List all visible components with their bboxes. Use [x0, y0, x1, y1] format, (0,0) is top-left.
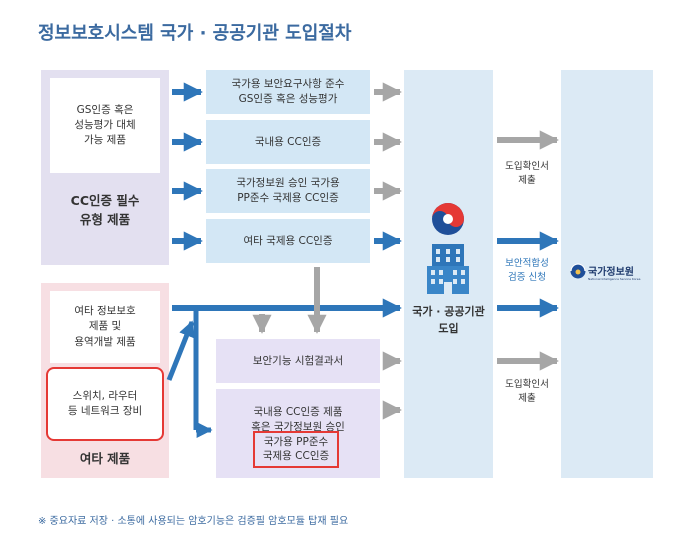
submit-confirmation-bottom: 도입확인서 제출: [496, 378, 558, 407]
other-international-cc-box: 여타 국제용 CC인증: [206, 219, 370, 263]
cc-required-panel: GS인증 혹은 성능평가 대체 가능 제품 CC인증 필수 유형 제품: [41, 70, 169, 265]
cc-label-line-2: 유형 제품: [79, 211, 131, 227]
institution-line-1: 국가 · 공공기관: [412, 305, 485, 318]
institution-line-2: 도입: [438, 321, 459, 335]
other-security-products-box: 여타 정보보호 제품 및 용역개발 제품: [50, 291, 160, 363]
diagonal-arrow: [166, 320, 195, 381]
gs-certification-box: GS인증 혹은 성능평가 대체 가능 제품: [50, 78, 160, 173]
network-line-1: 스위치, 라우터: [72, 389, 138, 402]
national-pp-highlight: 국가용 PP준수 국제용 CC인증: [253, 431, 339, 468]
cc-required-label: CC인증 필수 유형 제품: [41, 192, 169, 230]
gs-line-2: 성능평가 대체: [74, 118, 136, 131]
submit-top-line-1: 도입확인서: [505, 161, 549, 172]
nis-approved-line-2: PP준수 국제용 CC인증: [237, 192, 339, 204]
other-products-panel: 여타 정보보호 제품 및 용역개발 제품 스위치, 라우터 등 네트워크 장비 …: [41, 283, 169, 478]
gs-line-3: 가능 제품: [84, 134, 126, 147]
nis-approved-line-1: 국가정보원 승인 국가용: [236, 177, 340, 190]
network-line-2: 등 네트워크 장비: [67, 405, 143, 417]
submit-bottom-line-1: 도입확인서: [505, 379, 549, 390]
other-products-label: 여타 제품: [79, 451, 131, 466]
highlight-line-1: 국가용 PP준수: [263, 436, 329, 448]
other-security-line-3: 용역개발 제품: [74, 335, 136, 348]
domestic-or-nis-line-2: 혹은 국가정보원 승인: [251, 420, 345, 433]
cc-label-line-1: CC인증 필수: [70, 193, 140, 208]
network-equipment-box: 스위치, 라우터 등 네트워크 장비: [46, 367, 164, 441]
verify-line-1: 보안적합성: [505, 258, 549, 269]
nis-logo-text: 국가정보원: [588, 267, 634, 278]
institution-label: 국가 · 공공기관 도입: [404, 304, 493, 337]
footnote: ※ 중요자료 저장 · 소통에 사용되는 암호기능은 검증필 암호모듈 탑재 필…: [38, 516, 349, 527]
other-security-line-1: 여타 정보보호: [74, 305, 136, 318]
building-icon: [427, 244, 469, 294]
security-verification-label: 보안적합성 검증 신청: [496, 257, 558, 286]
submit-top-line-2: 제출: [518, 175, 536, 187]
submit-bottom-line-2: 제출: [518, 393, 536, 405]
domestic-or-nis-line-1: 국내용 CC인증 제품: [253, 406, 343, 418]
gs-line-1: GS인증 혹은: [76, 103, 134, 116]
national-req-line-1: 국가용 보안요구사항 준수: [231, 78, 345, 91]
national-security-req-box: 국가용 보안요구사항 준수 GS인증 혹은 성능평가: [206, 70, 370, 114]
verify-line-2: 검증 신청: [508, 272, 546, 284]
domestic-cc-box: 국내용 CC인증: [206, 120, 370, 164]
national-req-line-2: GS인증 혹은 성능평가: [238, 93, 338, 105]
security-test-result-box: 보안기능 시험결과서: [216, 339, 380, 383]
submit-confirmation-top: 도입확인서 제출: [496, 160, 558, 189]
nis-logo-subtext: National Intelligence Service Korea: [588, 277, 641, 281]
other-security-line-2: 제품 및: [88, 320, 122, 333]
nis-emblem-icon: [570, 263, 586, 279]
page-title: 정보보호시스템 국가 · 공공기관 도입절차: [38, 23, 352, 44]
nis-approved-cc-box: 국가정보원 승인 국가용 PP준수 국제용 CC인증: [206, 169, 370, 213]
korea-emblem-icon: [432, 203, 464, 235]
highlight-line-2: 국제용 CC인증: [262, 450, 330, 463]
